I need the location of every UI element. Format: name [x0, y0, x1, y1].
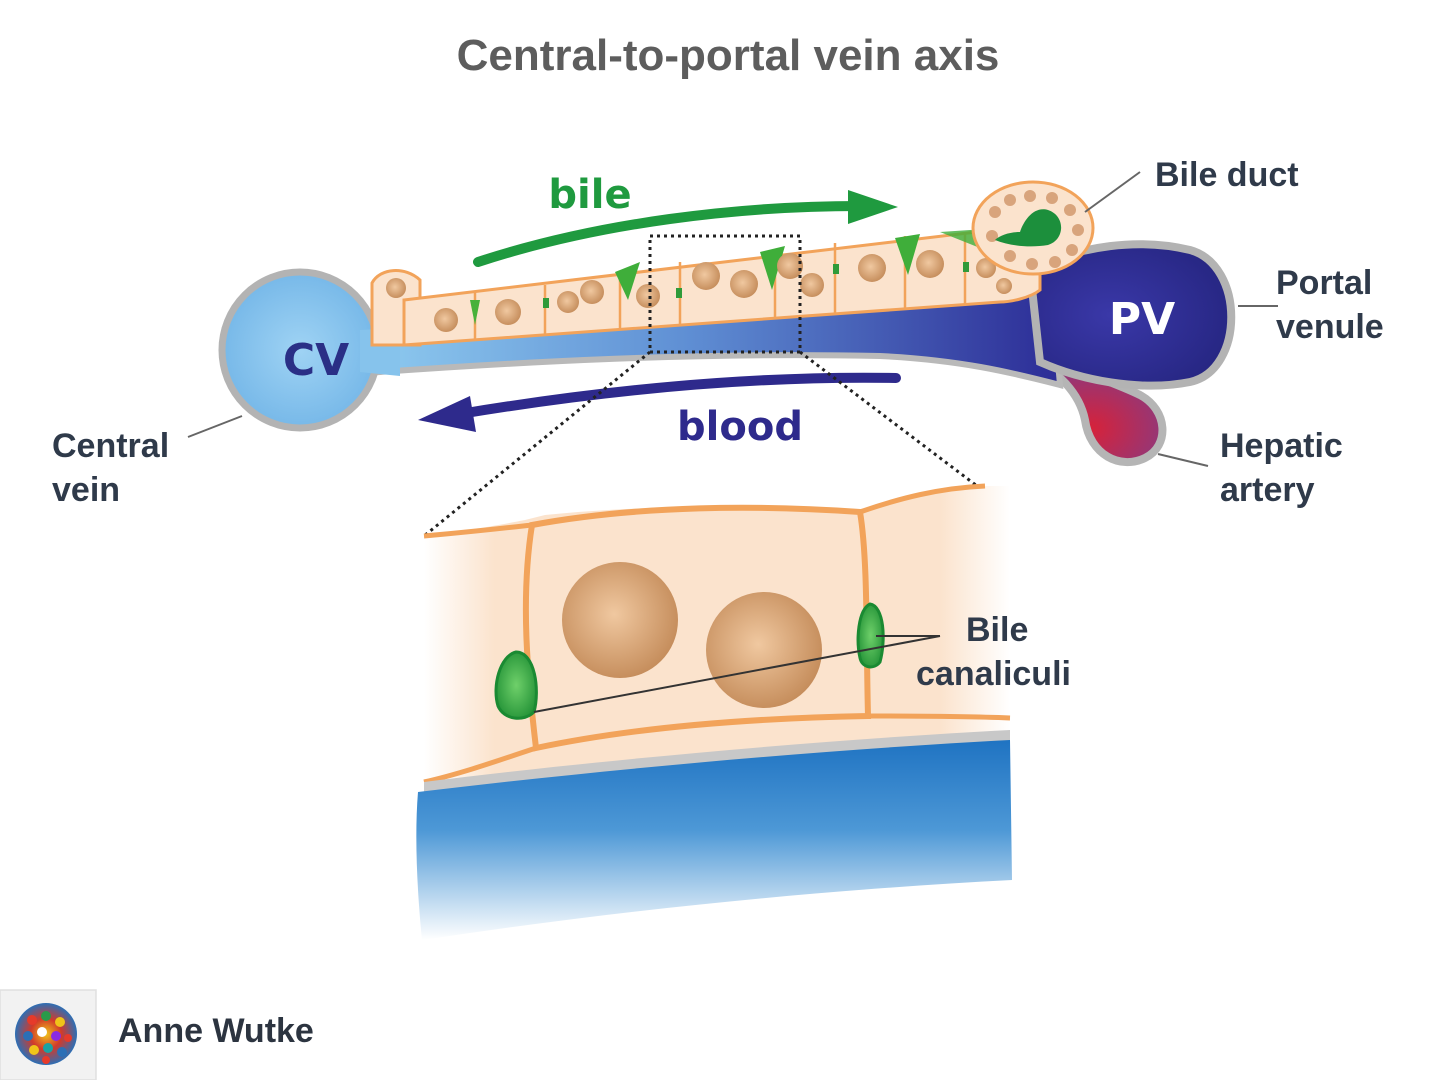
central-vein-label-line2: vein	[52, 471, 120, 509]
hepatic-artery-label-line1: Hepatic	[1220, 427, 1343, 465]
bile-canaliculi-label-line2: canaliculi	[916, 655, 1071, 693]
portal-venule-label-line2: venule	[1276, 308, 1384, 346]
hepatic-artery-label-line2: artery	[1220, 471, 1315, 509]
zoom-inset	[416, 483, 1012, 940]
author-name: Anne Wutke	[118, 1012, 314, 1050]
bile-arrowhead	[848, 190, 898, 224]
blood-flow-arrow	[455, 372, 901, 419]
bile-duct-label: Bile duct	[1155, 156, 1299, 194]
bile-flow-label: bile	[548, 172, 631, 218]
diagram-title: Central-to-portal vein axis	[457, 31, 1000, 80]
pv-label: PV	[1109, 294, 1175, 345]
portal-venule-shape	[1025, 240, 1236, 390]
inset-canaliculus-left	[494, 650, 538, 720]
portal-venule-label-line1: Portal	[1276, 264, 1372, 302]
vessel-schematic: bile blood CV PV	[218, 172, 1236, 538]
inset-blood-layer	[416, 740, 1012, 940]
inset-nucleus-1	[562, 562, 678, 678]
inset-nucleus-2	[706, 592, 822, 708]
blood-flow-label: blood	[677, 404, 803, 450]
bile-canaliculi-label-line1: Bile	[966, 611, 1028, 649]
mosaic-avatar-icon	[15, 1003, 77, 1065]
blood-arrowhead	[418, 396, 476, 432]
inset-canaliculus-right	[856, 602, 885, 669]
central-vein-label-line1: Central	[52, 427, 169, 465]
zoom-line-left	[423, 350, 651, 538]
cv-label: CV	[283, 335, 349, 386]
bile-flow-arrow	[473, 201, 865, 267]
author-badge[interactable]: Anne Wutke	[0, 989, 314, 1080]
bile-duct-shape	[971, 180, 1095, 276]
leader-lines	[187, 171, 1278, 467]
